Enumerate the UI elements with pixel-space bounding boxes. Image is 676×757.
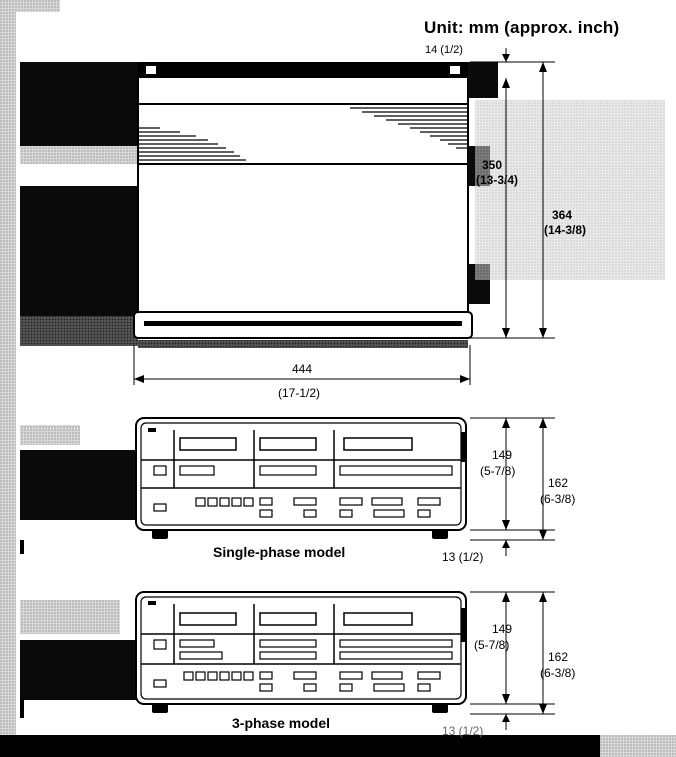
width-in-label: (17-1/2) bbox=[278, 386, 321, 400]
single-height-inner-in-label: (5-7/8) bbox=[480, 464, 516, 478]
width-mm-label: 444 bbox=[292, 362, 313, 376]
depth-total-mm-label: 364 bbox=[552, 208, 573, 222]
three-phase-caption: 3-phase model bbox=[232, 715, 331, 731]
three-height-inner-mm-label: 149 bbox=[492, 622, 513, 636]
single-height-total-mm-label: 162 bbox=[548, 476, 569, 490]
single-foot-offset-label: 13 (1/2) bbox=[442, 550, 484, 564]
depth-inner-mm-label: 350 bbox=[482, 158, 503, 172]
three-height-total-mm-label: 162 bbox=[548, 650, 569, 664]
three-phase-front-view bbox=[20, 591, 555, 730]
single-phase-caption: Single-phase model bbox=[213, 544, 346, 560]
three-foot-offset-label: 13 (1/2) bbox=[442, 724, 484, 738]
single-height-total-in-label: (6-3/8) bbox=[540, 492, 576, 506]
top-view bbox=[20, 48, 665, 385]
unit-label: Unit: mm (approx. inch) bbox=[424, 18, 620, 37]
depth-total-in-label: (14-3/8) bbox=[544, 223, 587, 237]
top-offset-label: 14 (1/2) bbox=[425, 44, 463, 56]
single-phase-front-view bbox=[20, 417, 555, 556]
three-height-inner-in-label: (5-7/8) bbox=[474, 638, 510, 652]
single-height-inner-mm-label: 149 bbox=[492, 448, 513, 462]
three-height-total-in-label: (6-3/8) bbox=[540, 666, 576, 680]
depth-inner-in-label: (13-3/4) bbox=[476, 173, 519, 187]
